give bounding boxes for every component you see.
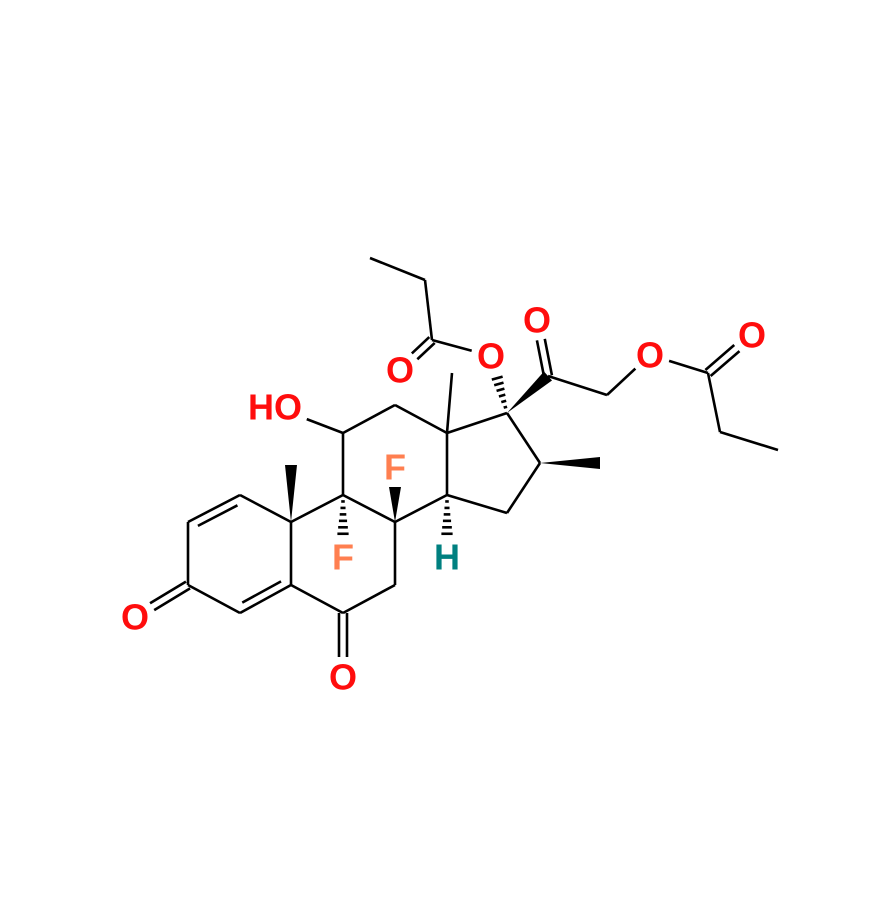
bond-C20-O20 (543, 338, 554, 376)
bond-Ca-Cb (423, 279, 434, 341)
atom-label-o-17-ester: O (477, 336, 505, 377)
bond-C7-C6 (342, 583, 396, 615)
bond-C3-C4 (187, 583, 241, 615)
atom-label-o-6-ketone: O (329, 657, 357, 698)
bond-C12-C13 (394, 403, 448, 435)
bond-C13-C17 (446, 411, 508, 435)
bond-C17-O17-hash (493, 381, 504, 387)
bond-C9-C8 (342, 493, 396, 524)
atom-label-o-21-ester: O (636, 335, 664, 376)
bond-C17-O17-hash (498, 393, 506, 398)
bond-Cd-Od (709, 350, 741, 378)
bond-Cd-Ce (706, 372, 722, 433)
bond-C14-C8 (394, 493, 448, 524)
bond-C20-C21 (547, 374, 608, 397)
bond-C20-O20-2 (535, 340, 546, 378)
bond-C17-O17-hash (496, 387, 505, 393)
bond-Cb-Cc (369, 256, 426, 282)
bond-C3-O3-2 (153, 587, 191, 612)
bond-C1-C2 (187, 493, 241, 524)
atom-label-f-9: F (332, 537, 354, 578)
bond-C16-M16-wedge (540, 457, 600, 469)
bond-O21-Cd (668, 359, 709, 375)
bond-C6-C5 (290, 583, 344, 615)
bond-C17-O17-hash (503, 405, 508, 409)
bond-C1-C2-inner (197, 504, 239, 528)
bond-C13-M13 (445, 372, 454, 434)
bond-C17-C16 (505, 412, 542, 464)
bond-Ca-Oa-2 (416, 341, 436, 361)
bonds (149, 256, 779, 657)
bond-C11-C12 (342, 403, 396, 435)
atom-label-o-20-ketone: O (523, 300, 551, 341)
bond-C4-C5 (239, 583, 292, 615)
bond-Cd-Od-2 (704, 344, 736, 371)
bond-Ca-Oa (410, 336, 431, 355)
bond-C10-C9 (290, 493, 344, 524)
bond-C8-F8-wedge (389, 487, 401, 522)
atom-label-h-14: H (434, 537, 460, 578)
bond-C21-O21 (606, 367, 637, 396)
bond-C17-O17-hash (491, 375, 503, 381)
bond-Ce-Cf (719, 430, 779, 452)
atom-label-hydroxyl-11: HO (248, 387, 302, 428)
bond-C3-O3 (149, 580, 187, 605)
bond-C10-C1 (239, 493, 292, 524)
atom-label-o-17-carbonyl: O (386, 350, 414, 391)
bond-O17-Ca (431, 338, 473, 353)
bond-C15-C14 (446, 493, 508, 515)
bond-C11-OH (306, 417, 344, 435)
atom-label-o-3-ketone: O (121, 597, 149, 638)
atom-label-o-21-carbonyl: O (738, 315, 766, 356)
bond-C4-C5-inner (241, 580, 282, 604)
bond-C17-C20-wedge (507, 371, 553, 413)
bond-C16-C15 (505, 462, 542, 514)
bond-C17-O17-hash (500, 399, 507, 404)
atom-label-f-8: F (384, 447, 406, 488)
bond-C10-M10-wedge (285, 465, 297, 522)
